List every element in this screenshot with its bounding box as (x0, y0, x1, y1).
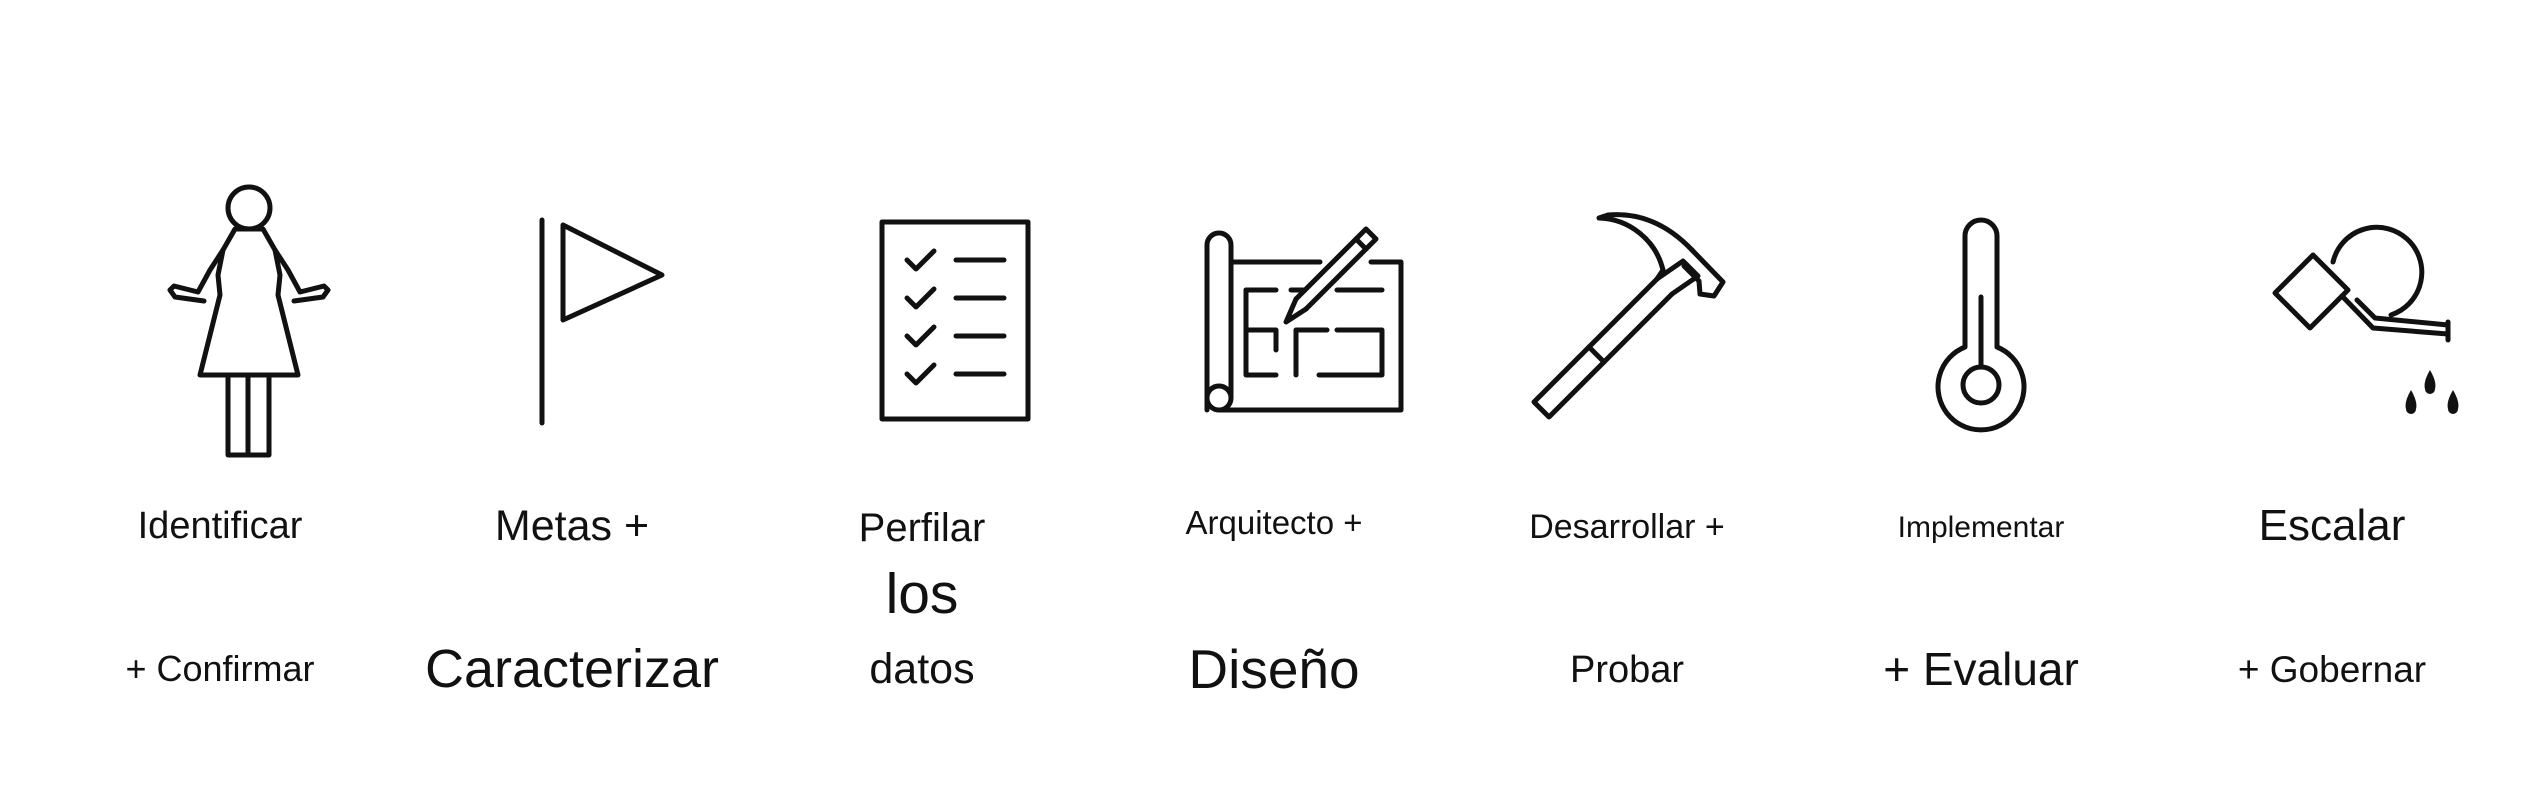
step-implementar-label-1: Implementar (1897, 511, 2065, 544)
step-perfilar-label-2: datos (869, 645, 975, 693)
person-shrug-icon (167, 184, 331, 458)
step-arquitecto-label-2: Diseño (1188, 638, 1360, 700)
flag-icon (539, 217, 665, 426)
step-escalar-label-1: Escalar (2258, 501, 2406, 550)
step-identificar-label-1: Identificar (137, 505, 303, 547)
step-desarrollar-label-1: Desarrollar + (1529, 508, 1725, 546)
step-escalar-label-2: + Gobernar (2237, 649, 2427, 690)
step-metas-label-2: Caracterizar (424, 639, 720, 699)
hammer-icon (1531, 212, 1726, 420)
step-arquitecto-label-1: Arquitecto + (1185, 504, 1363, 541)
step-arquitecto: Arquitecto + Diseño (1094, 0, 1454, 791)
thermometer-icon (1935, 217, 2027, 433)
watering-can-icon (2272, 224, 2459, 414)
step-perfilar: Perfilar los datos (742, 0, 1102, 791)
step-implementar: Implementar + Evaluar (1801, 0, 2161, 791)
checklist-icon (879, 219, 1031, 422)
step-perfilar-label-1b: los (885, 562, 959, 626)
step-implementar-label-2: + Evaluar (1883, 643, 2079, 695)
step-identificar: Identificar + Confirmar (40, 0, 400, 791)
step-desarrollar-label-2: Probar (1569, 649, 1685, 691)
step-metas-label-1: Metas + (494, 502, 650, 550)
step-escalar: Escalar + Gobernar (2152, 0, 2512, 791)
blueprint-icon (1204, 226, 1404, 413)
step-desarrollar: Desarrollar + Probar (1447, 0, 1807, 791)
step-metas: Metas + Caracterizar (392, 0, 752, 791)
step-perfilar-label-1: Perfilar (858, 506, 986, 550)
step-identificar-label-2: + Confirmar (125, 648, 315, 689)
